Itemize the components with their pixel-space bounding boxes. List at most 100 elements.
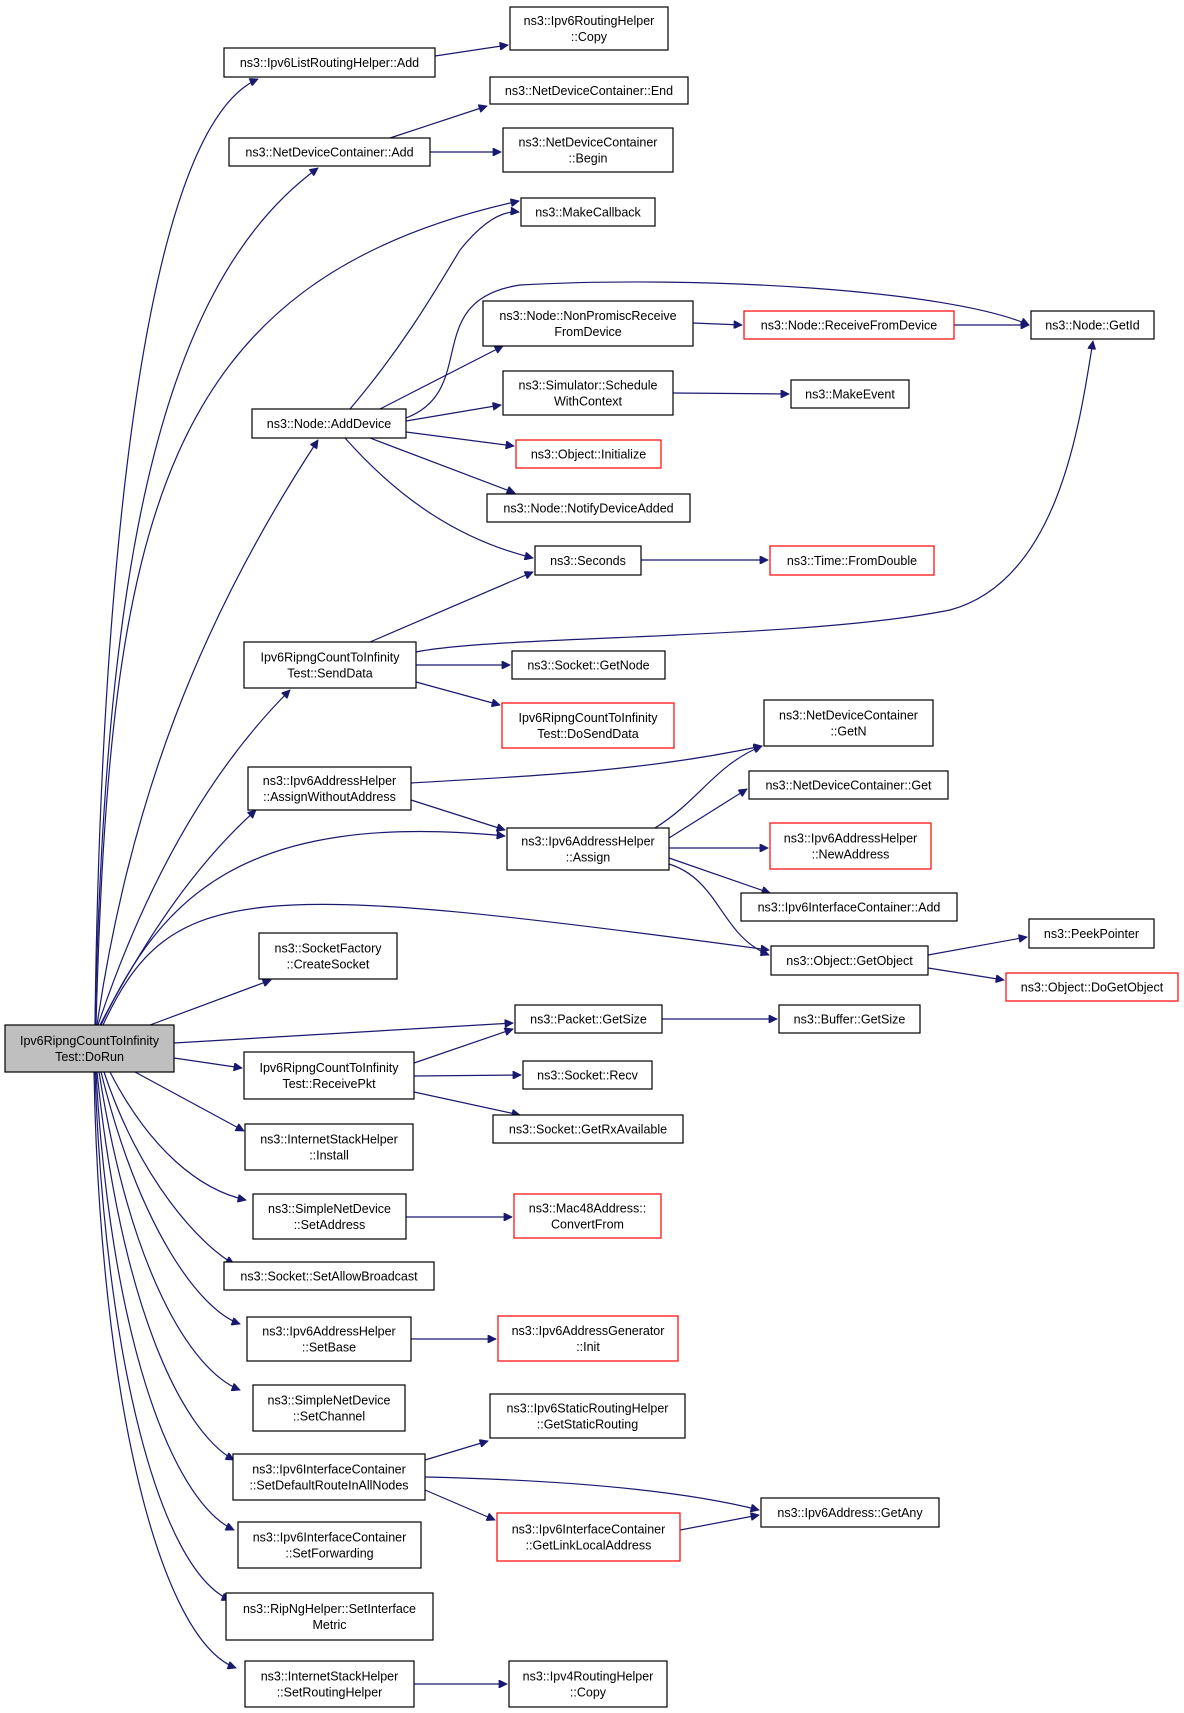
node-makecb[interactable]: ns3::MakeCallback — [520, 197, 656, 227]
node-dogetobj[interactable]: ns3::Object::DoGetObject — [1005, 972, 1179, 1002]
node-pkt-getsize[interactable]: ns3::Packet::GetSize — [514, 1004, 663, 1034]
node-box[interactable] — [506, 827, 670, 871]
node-box[interactable] — [252, 1384, 406, 1432]
node-box[interactable] — [514, 1004, 663, 1034]
node-getnode[interactable]: ns3::Socket::GetNode — [511, 650, 666, 680]
node-ndc-get[interactable]: ns3::NetDeviceContainer::Get — [748, 770, 949, 800]
node-box[interactable] — [4, 1024, 175, 1073]
node-box[interactable] — [251, 408, 407, 439]
node-srh[interactable]: ns3::InternetStackHelper::SetRoutingHelp… — [244, 1660, 415, 1708]
node-box[interactable] — [509, 6, 669, 51]
node-getobj[interactable]: ns3::Object::GetObject — [770, 945, 929, 976]
node-agen-init[interactable]: ns3::Ipv6AddressGenerator::Init — [497, 1315, 679, 1362]
node-adddev[interactable]: ns3::Node::AddDevice — [251, 408, 407, 439]
node-box[interactable] — [482, 300, 694, 347]
node-glla[interactable]: ns3::Ipv6InterfaceContainer::GetLinkLoca… — [496, 1512, 681, 1562]
node-box[interactable] — [246, 1316, 412, 1362]
node-box[interactable] — [769, 545, 935, 576]
node-box[interactable] — [1030, 310, 1155, 340]
node-setfwd[interactable]: ns3::Ipv6InterfaceContainer::SetForwardi… — [237, 1521, 422, 1569]
node-awa[interactable]: ns3::Ipv6AddressHelper::AssignWithoutAdd… — [247, 766, 412, 811]
node-ndc-end[interactable]: ns3::NetDeviceContainer::End — [489, 76, 689, 105]
node-box[interactable] — [740, 892, 958, 922]
node-box[interactable] — [770, 945, 929, 976]
node-init[interactable]: ns3::Object::Initialize — [515, 439, 662, 469]
node-rh-copy[interactable]: ns3::Ipv6RoutingHelper::Copy — [509, 6, 669, 51]
node-box[interactable] — [237, 1521, 422, 1569]
node-buf-getsize[interactable]: ns3::Buffer::GetSize — [778, 1004, 921, 1034]
node-box[interactable] — [497, 1315, 679, 1362]
node-snd-setchan[interactable]: ns3::SimpleNetDevice::SetChannel — [252, 1384, 406, 1432]
node-ndc-add[interactable]: ns3::NetDeviceContainer::Add — [228, 137, 431, 167]
node-assign[interactable]: ns3::Ipv6AddressHelper::Assign — [506, 827, 670, 871]
node-box[interactable] — [244, 1660, 415, 1708]
node-iic-add[interactable]: ns3::Ipv6InterfaceContainer::Add — [740, 892, 958, 922]
node-box[interactable] — [502, 370, 674, 416]
node-snd-setaddr[interactable]: ns3::SimpleNetDevice::SetAddress — [252, 1193, 407, 1240]
node-box[interactable] — [520, 197, 656, 227]
node-box[interactable] — [502, 127, 674, 173]
node-box[interactable] — [496, 1512, 681, 1562]
node-gsr[interactable]: ns3::Ipv6StaticRoutingHelper::GetStaticR… — [489, 1393, 686, 1439]
node-rxavail[interactable]: ns3::Socket::GetRxAvailable — [492, 1114, 684, 1144]
node-box[interactable] — [769, 822, 932, 870]
node-ish-install[interactable]: ns3::InternetStackHelper::Install — [244, 1123, 414, 1171]
node-box[interactable] — [243, 1051, 415, 1100]
node-box[interactable] — [1005, 972, 1179, 1002]
node-newaddr[interactable]: ns3::Ipv6AddressHelper::NewAddress — [769, 822, 932, 870]
node-fromdouble[interactable]: ns3::Time::FromDouble — [769, 545, 935, 576]
node-box[interactable] — [1028, 918, 1155, 949]
node-box[interactable] — [244, 1123, 414, 1171]
node-box[interactable] — [228, 137, 431, 167]
node-box[interactable] — [790, 379, 910, 409]
node-box[interactable] — [223, 1261, 435, 1291]
node-box[interactable] — [247, 766, 412, 811]
node-box[interactable] — [778, 1004, 921, 1034]
node-seconds[interactable]: ns3::Seconds — [534, 545, 642, 576]
node-getid[interactable]: ns3::Node::GetId — [1030, 310, 1155, 340]
node-box[interactable] — [748, 770, 949, 800]
node-nda[interactable]: ns3::Node::NotifyDeviceAdded — [486, 493, 691, 523]
node-csock[interactable]: ns3::SocketFactory::CreateSocket — [258, 932, 398, 980]
node-box[interactable] — [489, 1393, 686, 1439]
node-box[interactable] — [243, 641, 417, 689]
node-box[interactable] — [258, 932, 398, 980]
node-box[interactable] — [225, 1592, 434, 1641]
node-peek[interactable]: ns3::PeekPointer — [1028, 918, 1155, 949]
node-box[interactable] — [534, 545, 642, 576]
node-makeevent[interactable]: ns3::MakeEvent — [790, 379, 910, 409]
node-box[interactable] — [760, 1497, 940, 1528]
node-box[interactable] — [252, 1193, 407, 1240]
node-v4copy[interactable]: ns3::Ipv4RoutingHelper::Copy — [508, 1660, 668, 1708]
node-rfd[interactable]: ns3::Node::ReceiveFromDevice — [743, 310, 955, 340]
node-box[interactable] — [508, 1660, 668, 1708]
node-box[interactable] — [763, 699, 934, 747]
node-recv[interactable]: ns3::Socket::Recv — [522, 1060, 653, 1090]
node-sdr[interactable]: ns3::Ipv6InterfaceContainer::SetDefaultR… — [232, 1453, 426, 1501]
node-getany[interactable]: ns3::Ipv6Address::GetAny — [760, 1497, 940, 1528]
node-box[interactable] — [489, 76, 689, 105]
node-allowbc[interactable]: ns3::Socket::SetAllowBroadcast — [223, 1261, 435, 1291]
node-ndc-getn[interactable]: ns3::NetDeviceContainer::GetN — [763, 699, 934, 747]
node-mac48[interactable]: ns3::Mac48Address::ConvertFrom — [513, 1193, 662, 1239]
node-lrh-add[interactable]: ns3::Ipv6ListRoutingHelper::Add — [223, 47, 436, 78]
node-box[interactable] — [513, 1193, 662, 1239]
node-box[interactable] — [486, 493, 691, 523]
node-box[interactable] — [223, 47, 436, 78]
node-box[interactable] — [511, 650, 666, 680]
node-box[interactable] — [743, 310, 955, 340]
node-box[interactable] — [522, 1060, 653, 1090]
node-setbase[interactable]: ns3::Ipv6AddressHelper::SetBase — [246, 1316, 412, 1362]
node-ndc-begin[interactable]: ns3::NetDeviceContainer::Begin — [502, 127, 674, 173]
node-box[interactable] — [515, 439, 662, 469]
node-box[interactable] — [492, 1114, 684, 1144]
node-box[interactable] — [232, 1453, 426, 1501]
node-box[interactable] — [501, 702, 675, 749]
